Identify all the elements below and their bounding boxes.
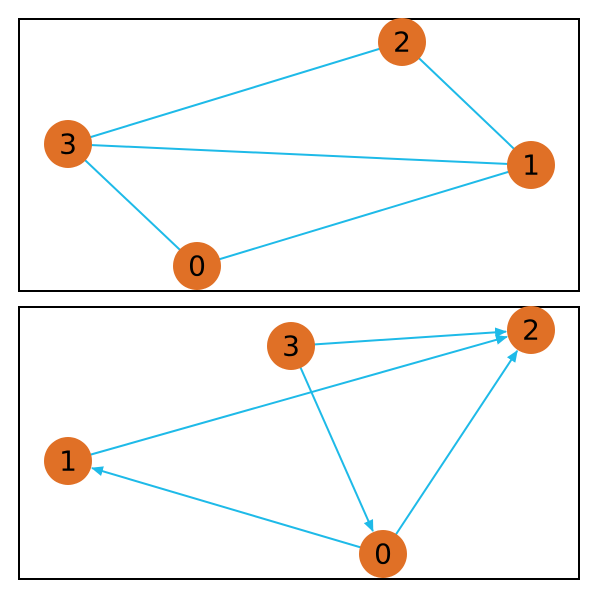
edge-3-2 — [290, 327, 508, 347]
node-1: 1 — [44, 437, 92, 485]
directed-graph-panel: 0 1 2 3 — [18, 306, 580, 580]
node-2: 2 — [507, 306, 555, 354]
edge-1-2 — [67, 334, 508, 462]
node-circle — [507, 306, 555, 354]
edge-3-1 — [67, 143, 532, 166]
node-3: 3 — [44, 120, 92, 168]
node-label: 0 — [374, 538, 392, 571]
node-0: 0 — [173, 242, 221, 290]
node-circle — [378, 18, 426, 66]
node-1: 1 — [507, 141, 555, 189]
node-label: 0 — [188, 250, 206, 283]
node-circle — [173, 242, 221, 290]
edge-2-1 — [401, 41, 532, 166]
node-label: 3 — [282, 330, 300, 363]
node-circle — [267, 322, 315, 370]
node-group: 0 1 2 3 — [44, 306, 555, 578]
node-2: 2 — [378, 18, 426, 66]
edge-3-2 — [67, 41, 403, 145]
edge-3-0 — [290, 345, 374, 533]
edge-0-1 — [91, 466, 384, 555]
undirected-graph-panel: 0 1 2 3 — [18, 18, 580, 292]
node-label: 1 — [59, 445, 77, 478]
node-label: 3 — [59, 128, 77, 161]
edge-3-0 — [67, 143, 198, 267]
node-circle — [507, 141, 555, 189]
edge-0-2 — [382, 350, 519, 555]
panel-frame — [18, 18, 580, 292]
edge-0-1 — [196, 164, 532, 267]
node-circle — [44, 437, 92, 485]
node-circle — [44, 120, 92, 168]
node-label: 1 — [522, 149, 540, 182]
edge-group — [67, 327, 519, 555]
node-3: 3 — [267, 322, 315, 370]
node-label: 2 — [393, 26, 411, 59]
panel-frame — [18, 306, 580, 580]
edge-group — [67, 41, 532, 267]
node-group: 0 1 2 3 — [44, 18, 555, 290]
node-label: 2 — [522, 314, 540, 347]
node-0: 0 — [359, 530, 407, 578]
node-circle — [359, 530, 407, 578]
